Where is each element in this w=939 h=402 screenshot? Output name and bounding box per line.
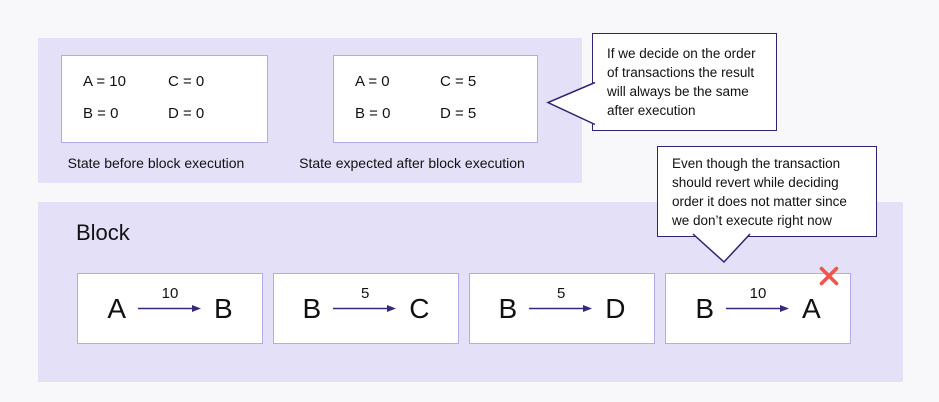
tx-amount: 5	[557, 284, 566, 302]
transfer-arrow: 5	[333, 286, 397, 314]
bubble-pointer-left	[546, 81, 596, 126]
tx-from: A	[107, 292, 126, 324]
tx-to: C	[409, 292, 430, 324]
revert-note-text: Even though the transaction should rever…	[672, 156, 847, 228]
arrow-right-icon	[529, 304, 593, 312]
state-after-values: A = 0 C = 5 B = 0 D = 5	[334, 56, 537, 121]
transfer-arrow: 10	[726, 286, 790, 314]
transaction-box-3: B 5 D	[469, 273, 655, 344]
order-note-text: If we decide on the order of transaction…	[607, 46, 756, 118]
arrow-right-icon	[726, 304, 789, 312]
order-note-bubble	[592, 33, 777, 131]
arrow-right-icon	[333, 304, 397, 312]
state-value: C = 0	[168, 73, 205, 90]
tx-amount: 10	[749, 284, 767, 302]
tx-to: D	[605, 292, 626, 324]
tx-from: B	[302, 292, 322, 324]
state-value: D = 0	[168, 105, 205, 122]
state-value: D = 5	[440, 105, 477, 122]
state-value: C = 5	[440, 73, 477, 90]
tx-to: B	[214, 292, 233, 324]
revert-x-icon	[819, 266, 839, 286]
state-value: A = 0	[355, 73, 390, 90]
state-before-box: A = 10 C = 0 B = 0 D = 0	[61, 55, 268, 143]
state-after-label: State expected after block execution	[299, 155, 525, 171]
transaction-box-2: B 5 C	[273, 273, 459, 344]
transfer-arrow: 5	[529, 286, 593, 314]
tx-from: B	[498, 292, 518, 324]
state-before-values: A = 10 C = 0 B = 0 D = 0	[62, 56, 267, 121]
state-value: A = 10	[83, 73, 126, 90]
state-before-label: State before block execution	[67, 155, 245, 171]
state-after-box: A = 0 C = 5 B = 0 D = 5	[333, 55, 538, 143]
tx-amount: 5	[361, 284, 370, 302]
revert-note-bubble	[657, 146, 877, 237]
state-value: B = 0	[83, 105, 119, 122]
transaction-box-4: B 10 A	[665, 273, 851, 344]
tx-from: B	[695, 292, 714, 324]
block-title: Block	[76, 220, 130, 245]
tx-to: A	[802, 292, 821, 324]
transaction-box-1: A 10 B	[77, 273, 263, 344]
tx-amount: 10	[161, 284, 179, 302]
state-value: B = 0	[355, 105, 391, 122]
arrow-right-icon	[138, 304, 201, 312]
bubble-pointer-down	[692, 233, 751, 264]
transfer-arrow: 10	[138, 286, 202, 314]
